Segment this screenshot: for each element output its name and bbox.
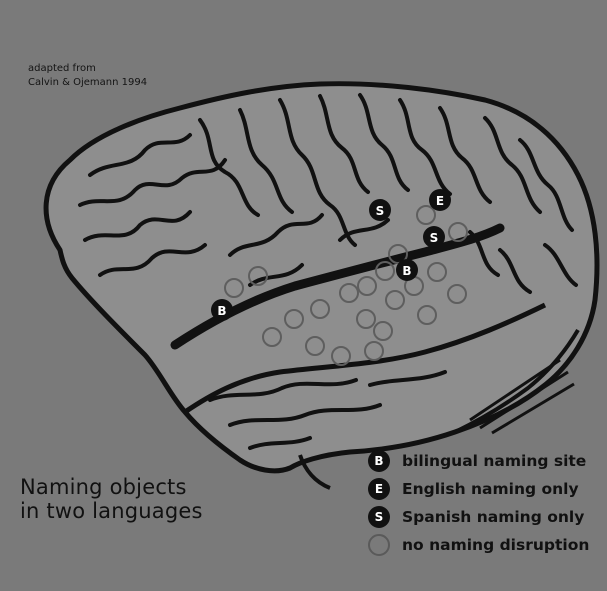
legend-item-no-disruption: no naming disruption (368, 531, 607, 559)
site-spanish-label: S (376, 204, 385, 218)
site-english-label: E (436, 194, 444, 208)
legend-label: bilingual naming site (402, 452, 586, 470)
title-line-2: in two languages (20, 499, 203, 523)
source-line-2: Calvin & Ojemann 1994 (28, 76, 147, 90)
legend: B bilingual naming site E English naming… (368, 447, 607, 559)
legend-label: Spanish naming only (402, 508, 584, 526)
title-line-1: Naming objects (20, 475, 203, 499)
site-bilingual: B (396, 259, 418, 281)
legend-label: no naming disruption (402, 536, 589, 554)
site-bilingual-label: B (217, 304, 226, 318)
site-english: E (429, 189, 451, 211)
spanish-marker-icon: S (368, 506, 390, 528)
open-circle-icon (368, 534, 390, 556)
site-spanish-label: S (430, 231, 439, 245)
english-marker-icon: E (368, 478, 390, 500)
legend-item-bilingual: B bilingual naming site (368, 447, 607, 475)
source-line-1: adapted from (28, 62, 147, 76)
site-bilingual: B (211, 299, 233, 321)
brain-outline (46, 84, 597, 488)
source-citation: adapted from Calvin & Ojemann 1994 (28, 62, 147, 90)
bilingual-marker-icon: B (368, 450, 390, 472)
site-spanish: S (423, 226, 445, 248)
site-spanish: S (369, 199, 391, 221)
legend-label: English naming only (402, 480, 579, 498)
legend-item-english: E English naming only (368, 475, 607, 503)
figure-title: Naming objects in two languages (20, 475, 203, 523)
legend-item-spanish: S Spanish naming only (368, 503, 607, 531)
site-bilingual-label: B (402, 264, 411, 278)
